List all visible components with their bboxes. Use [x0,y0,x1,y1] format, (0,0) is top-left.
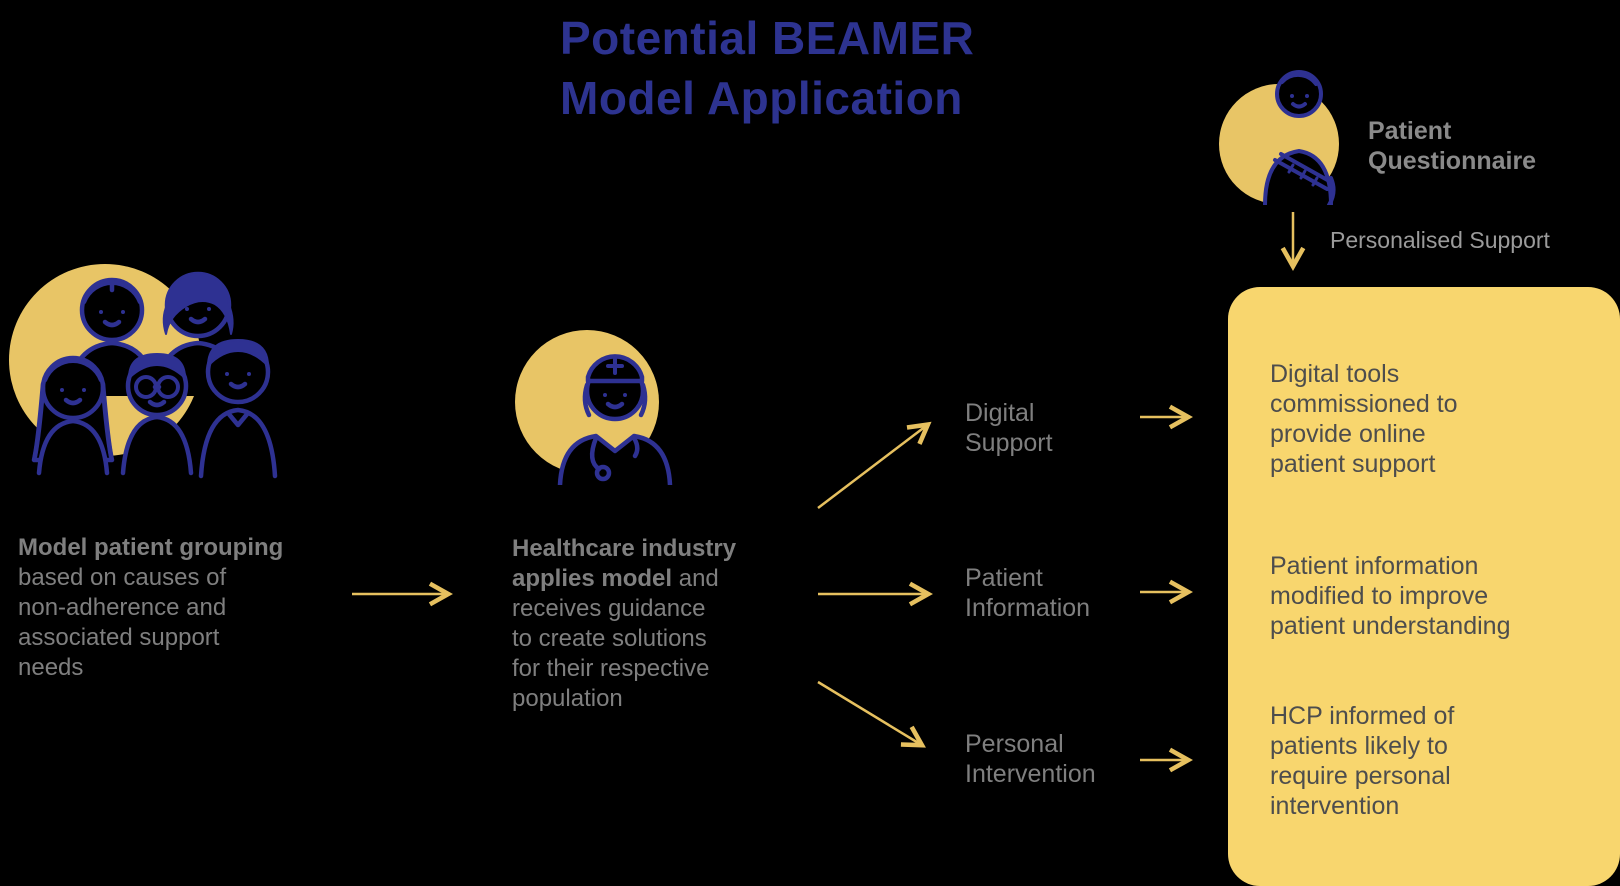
arrow-to-personal-intervention-icon [817,680,920,744]
branch-label-personal-intervention: Personal Intervention [965,730,1096,788]
branch-label-digital-support: Digital Support [965,399,1053,457]
patient-questionnaire-label: Patient Questionnaire [1368,117,1537,175]
personalised-support-label: Personalised Support [1330,227,1550,253]
patient-questionnaire-icon [1219,70,1339,205]
left-step-heading: Model patient grouping [18,534,284,561]
outcome-digital-support: Digital tools commissioned to provide on… [1270,360,1458,478]
middle-step-text: Healthcare industry applies model and re… [512,534,784,714]
branch-label-patient-information: Patient Information [965,564,1091,622]
diagram-title: Potential BEAMER Model Application [560,12,975,124]
outcome-personal-intervention: HCP informed of patients likely to requi… [1270,702,1455,820]
left-step-text: Model patient grouping based on causes o… [18,533,328,683]
left-step-body: based on causes of non-adherence and ass… [18,564,227,681]
patient-group-icon [9,264,278,479]
middle-step-heading: Healthcare industry applies model [512,535,737,592]
arrow-to-digital-support-icon [817,426,926,509]
outcome-patient-information: Patient information modified to improve … [1270,552,1511,640]
middle-step-body: and receives guidance to create solution… [512,565,719,712]
healthcare-professional-icon [515,330,673,485]
outcomes-panel: Digital tools commissioned to provide on… [1228,287,1620,886]
